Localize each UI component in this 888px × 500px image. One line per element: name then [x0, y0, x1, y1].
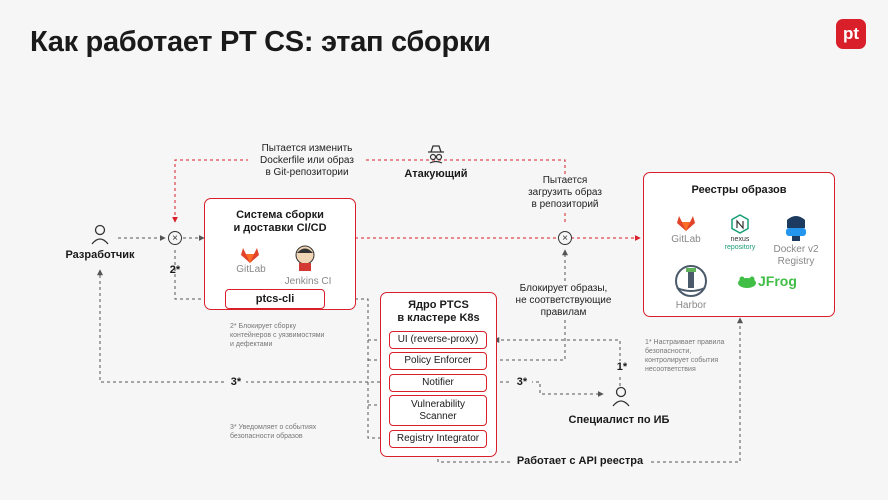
jfrog-label: JFrog — [758, 273, 797, 289]
marker-1: 1* — [612, 361, 632, 374]
ci-jenkins-label: Jenkins CI — [284, 276, 332, 287]
core-item-registry-integrator[interactable]: Registry Integrator — [389, 430, 487, 448]
ci-cd-title: Система сборки и доставки CI/CD — [233, 209, 327, 234]
attacker-icon — [428, 145, 444, 164]
specialist-icon — [612, 386, 630, 407]
footnote-3: 3* Уведомляет о событиях безопасности об… — [230, 424, 317, 440]
registry-gitlab-icon — [677, 216, 695, 231]
block-note: Блокирует образы, не соответствующие пра… — [506, 283, 621, 319]
gitlab-icon — [241, 248, 259, 263]
developer-icon — [91, 224, 109, 245]
jfrog-icon — [738, 276, 756, 288]
docker-registry-label: Docker v2 Registry — [773, 244, 819, 267]
ci-cd-box: Система сборки и доставки CI/CD — [204, 198, 356, 310]
pt-logo: pt — [836, 19, 866, 49]
core-item-notifier[interactable]: Notifier — [389, 374, 487, 392]
attacker-change-note: Пытается изменить Dockerfile или образ в… — [248, 143, 366, 179]
block-marker-build: × — [168, 231, 182, 245]
core-item-policy-enforcer[interactable]: Policy Enforcer — [389, 352, 487, 370]
attacker-label: Атакующий — [404, 168, 468, 180]
developer-label: Разработчик — [65, 249, 135, 261]
registry-title: Реестры образов — [691, 184, 787, 196]
block-marker-push: × — [558, 231, 572, 245]
ptcs-core-title: Ядро PTCS в кластере K8s — [397, 299, 480, 324]
marker-2: 2* — [169, 264, 181, 276]
nexus-label: nexus repository — [722, 236, 758, 252]
jenkins-icon — [295, 245, 315, 271]
specialist-label: Специалист по ИБ — [568, 414, 670, 426]
docker-registry-icon — [786, 216, 806, 241]
registry-box: Реестры образов — [643, 172, 835, 317]
footnote-2: 2* Блокирует сборку контейнеров с уязвим… — [230, 323, 325, 348]
ptcs-cli-item[interactable]: ptcs-cli — [225, 289, 325, 309]
nexus-sub: repository — [724, 244, 756, 251]
footnote-1: 1* Настраивает правила безопасности, кон… — [645, 339, 725, 373]
attacker-push-note: Пытается загрузить образ в репозиторий — [520, 175, 610, 211]
nexus-name: nexus — [730, 236, 750, 243]
marker-3-developer: 3* — [226, 376, 246, 389]
nexus-icon — [731, 214, 749, 234]
harbor-icon — [675, 265, 707, 297]
core-item-vulnerability-scanner[interactable]: Vulnerability Scanner — [389, 395, 487, 426]
page-title: Как работает PT CS: этап сборки — [30, 26, 491, 58]
registry-gitlab-label: GitLab — [671, 234, 701, 245]
core-item-ui[interactable]: UI (reverse-proxy) — [389, 331, 487, 349]
marker-3-specialist: 3* — [512, 376, 532, 389]
harbor-label: Harbor — [675, 300, 707, 311]
ci-gitlab-label: GitLab — [236, 264, 266, 275]
registry-api-label: Работает с API реестра — [512, 455, 648, 468]
